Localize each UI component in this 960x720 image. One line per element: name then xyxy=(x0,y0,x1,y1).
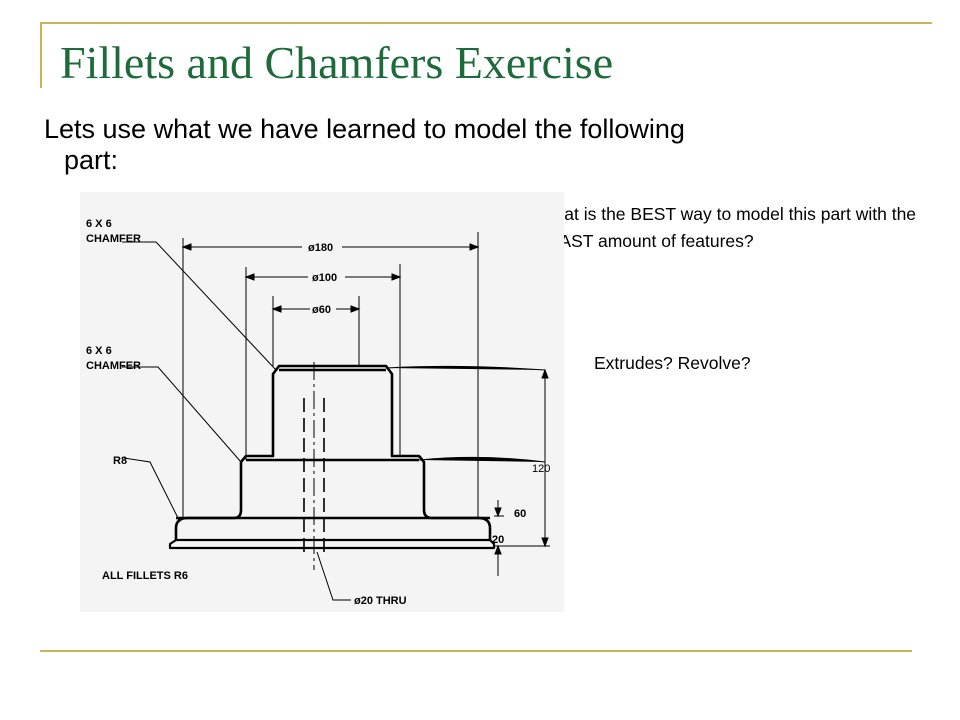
technical-drawing-svg: 6 X 6 CHAMFER 6 X 6 CHAMFER R8 ALL FILLE… xyxy=(80,192,564,612)
decorative-top-rule xyxy=(40,22,932,24)
technical-drawing: 6 X 6 CHAMFER 6 X 6 CHAMFER R8 ALL FILLE… xyxy=(80,192,564,612)
height-120-label: 120 xyxy=(532,463,550,475)
diameter-100-label: ø100 xyxy=(312,272,337,284)
subtitle-line-1: Lets use what we have learned to model t… xyxy=(44,114,685,144)
leader-lines xyxy=(122,241,351,601)
drawing-background xyxy=(80,192,564,612)
diameter-dimensions xyxy=(181,243,480,313)
height-60-label: 60 xyxy=(514,508,526,520)
diameter-60-label: ø60 xyxy=(312,304,331,316)
decorative-bottom-rule xyxy=(40,650,912,652)
drawing-labels: 6 X 6 CHAMFER 6 X 6 CHAMFER R8 ALL FILLE… xyxy=(86,218,550,607)
fillet-r8-label: R8 xyxy=(113,455,127,467)
subtitle-line-2: part: xyxy=(64,145,119,175)
hole-label: ø20 THRU xyxy=(354,595,407,607)
chamfer-mid-label-2: CHAMFER xyxy=(86,360,141,372)
part-outline xyxy=(168,364,496,550)
hidden-hole-lines xyxy=(303,398,325,552)
chamfer-top-label-1: 6 X 6 xyxy=(86,218,112,230)
height-20-label: 20 xyxy=(492,534,504,546)
slide-subtitle: Lets use what we have learned to model t… xyxy=(44,114,904,176)
question-text: What is the BEST way to model this part … xyxy=(538,204,917,251)
all-fillets-label: ALL FILLETS R6 xyxy=(102,570,188,582)
height-dimensions xyxy=(494,368,549,576)
chamfer-top-label-2: CHAMFER xyxy=(86,233,141,245)
chamfer-mid-label-1: 6 X 6 xyxy=(86,345,112,357)
extension-lines xyxy=(182,232,550,547)
decorative-left-rule xyxy=(40,22,42,88)
diameter-180-label: ø180 xyxy=(308,242,333,254)
slide-title: Fillets and Chamfers Exercise xyxy=(60,37,614,88)
options-text: Extrudes? Revolve? xyxy=(594,353,751,373)
